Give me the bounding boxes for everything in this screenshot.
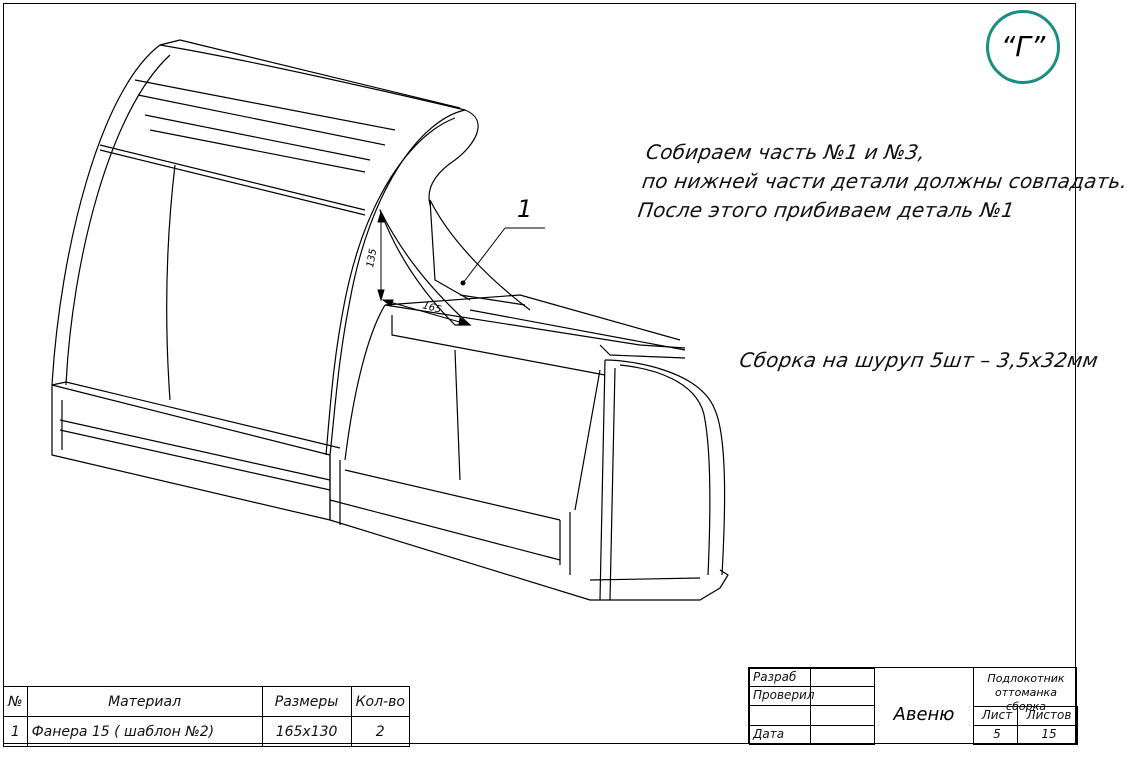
blank-row: [749, 705, 811, 726]
title-block: Разраб Проверил Дата Авеню Подлокотник о…: [748, 667, 1078, 745]
right-base: [329, 455, 729, 601]
cell-material: Фанера 15 ( шаблон №2): [26, 716, 263, 747]
drawing-title: Подлокотник оттоманка сборка: [974, 668, 1078, 713]
cell-number: 1: [3, 716, 28, 747]
materials-table: № Материал Размеры Кол-во 1 Фанера 15 ( …: [3, 686, 410, 747]
dim-horizontal-label: 165: [421, 300, 442, 316]
dim-vertical-label: 135: [365, 248, 379, 269]
note-line-2: по нижней части детали должны совпадать.: [640, 169, 1129, 193]
sheet-letter-stamp: “Г”: [986, 10, 1060, 84]
note-line-1: Собираем часть №1 и №3,: [644, 140, 927, 164]
cell-qty: 2: [350, 716, 410, 747]
table-row: 1 Фанера 15 ( шаблон №2) 165х130 2: [3, 716, 410, 747]
developed-value: [810, 668, 875, 687]
header-qty: Кол-во: [350, 686, 410, 717]
checked-value: [810, 686, 875, 706]
title-line-1: Подлокотник: [987, 672, 1065, 685]
checked-label: Проверил: [749, 686, 815, 706]
screw-note: Сборка на шуруп 5шт – 3,5х32мм: [738, 348, 1100, 372]
assembly-drawing: 135 165: [51, 39, 729, 601]
left-base: [51, 384, 331, 521]
header-number: №: [3, 686, 28, 717]
note-line-3: После этого прибиваем деталь №1: [636, 198, 1017, 222]
header-material: Материал: [26, 686, 263, 717]
organization-name: Авеню: [874, 668, 974, 745]
sheet-number: 5: [973, 725, 1018, 745]
sheets-total: 15: [1017, 725, 1078, 745]
callout-number: 1: [517, 195, 533, 223]
blank-row-value: [810, 705, 875, 726]
developed-label: Разраб: [749, 668, 811, 687]
part-3-outer-arc: [51, 44, 479, 386]
part-3-inner-arc: [65, 54, 171, 386]
sheets-label: Листов: [1017, 706, 1078, 726]
header-size: Размеры: [261, 686, 352, 717]
sheet-label: Лист: [973, 706, 1018, 726]
assembly-note: Собираем часть №1 и №3, по нижней части …: [636, 138, 1133, 225]
right-end-profile: [604, 359, 726, 576]
date-label: Дата: [749, 725, 811, 745]
date-value: [810, 725, 875, 745]
table-header-row: № Материал Размеры Кол-во: [3, 686, 410, 717]
drawing-frame: [3, 3, 1076, 744]
cell-size: 165х130: [261, 716, 352, 747]
